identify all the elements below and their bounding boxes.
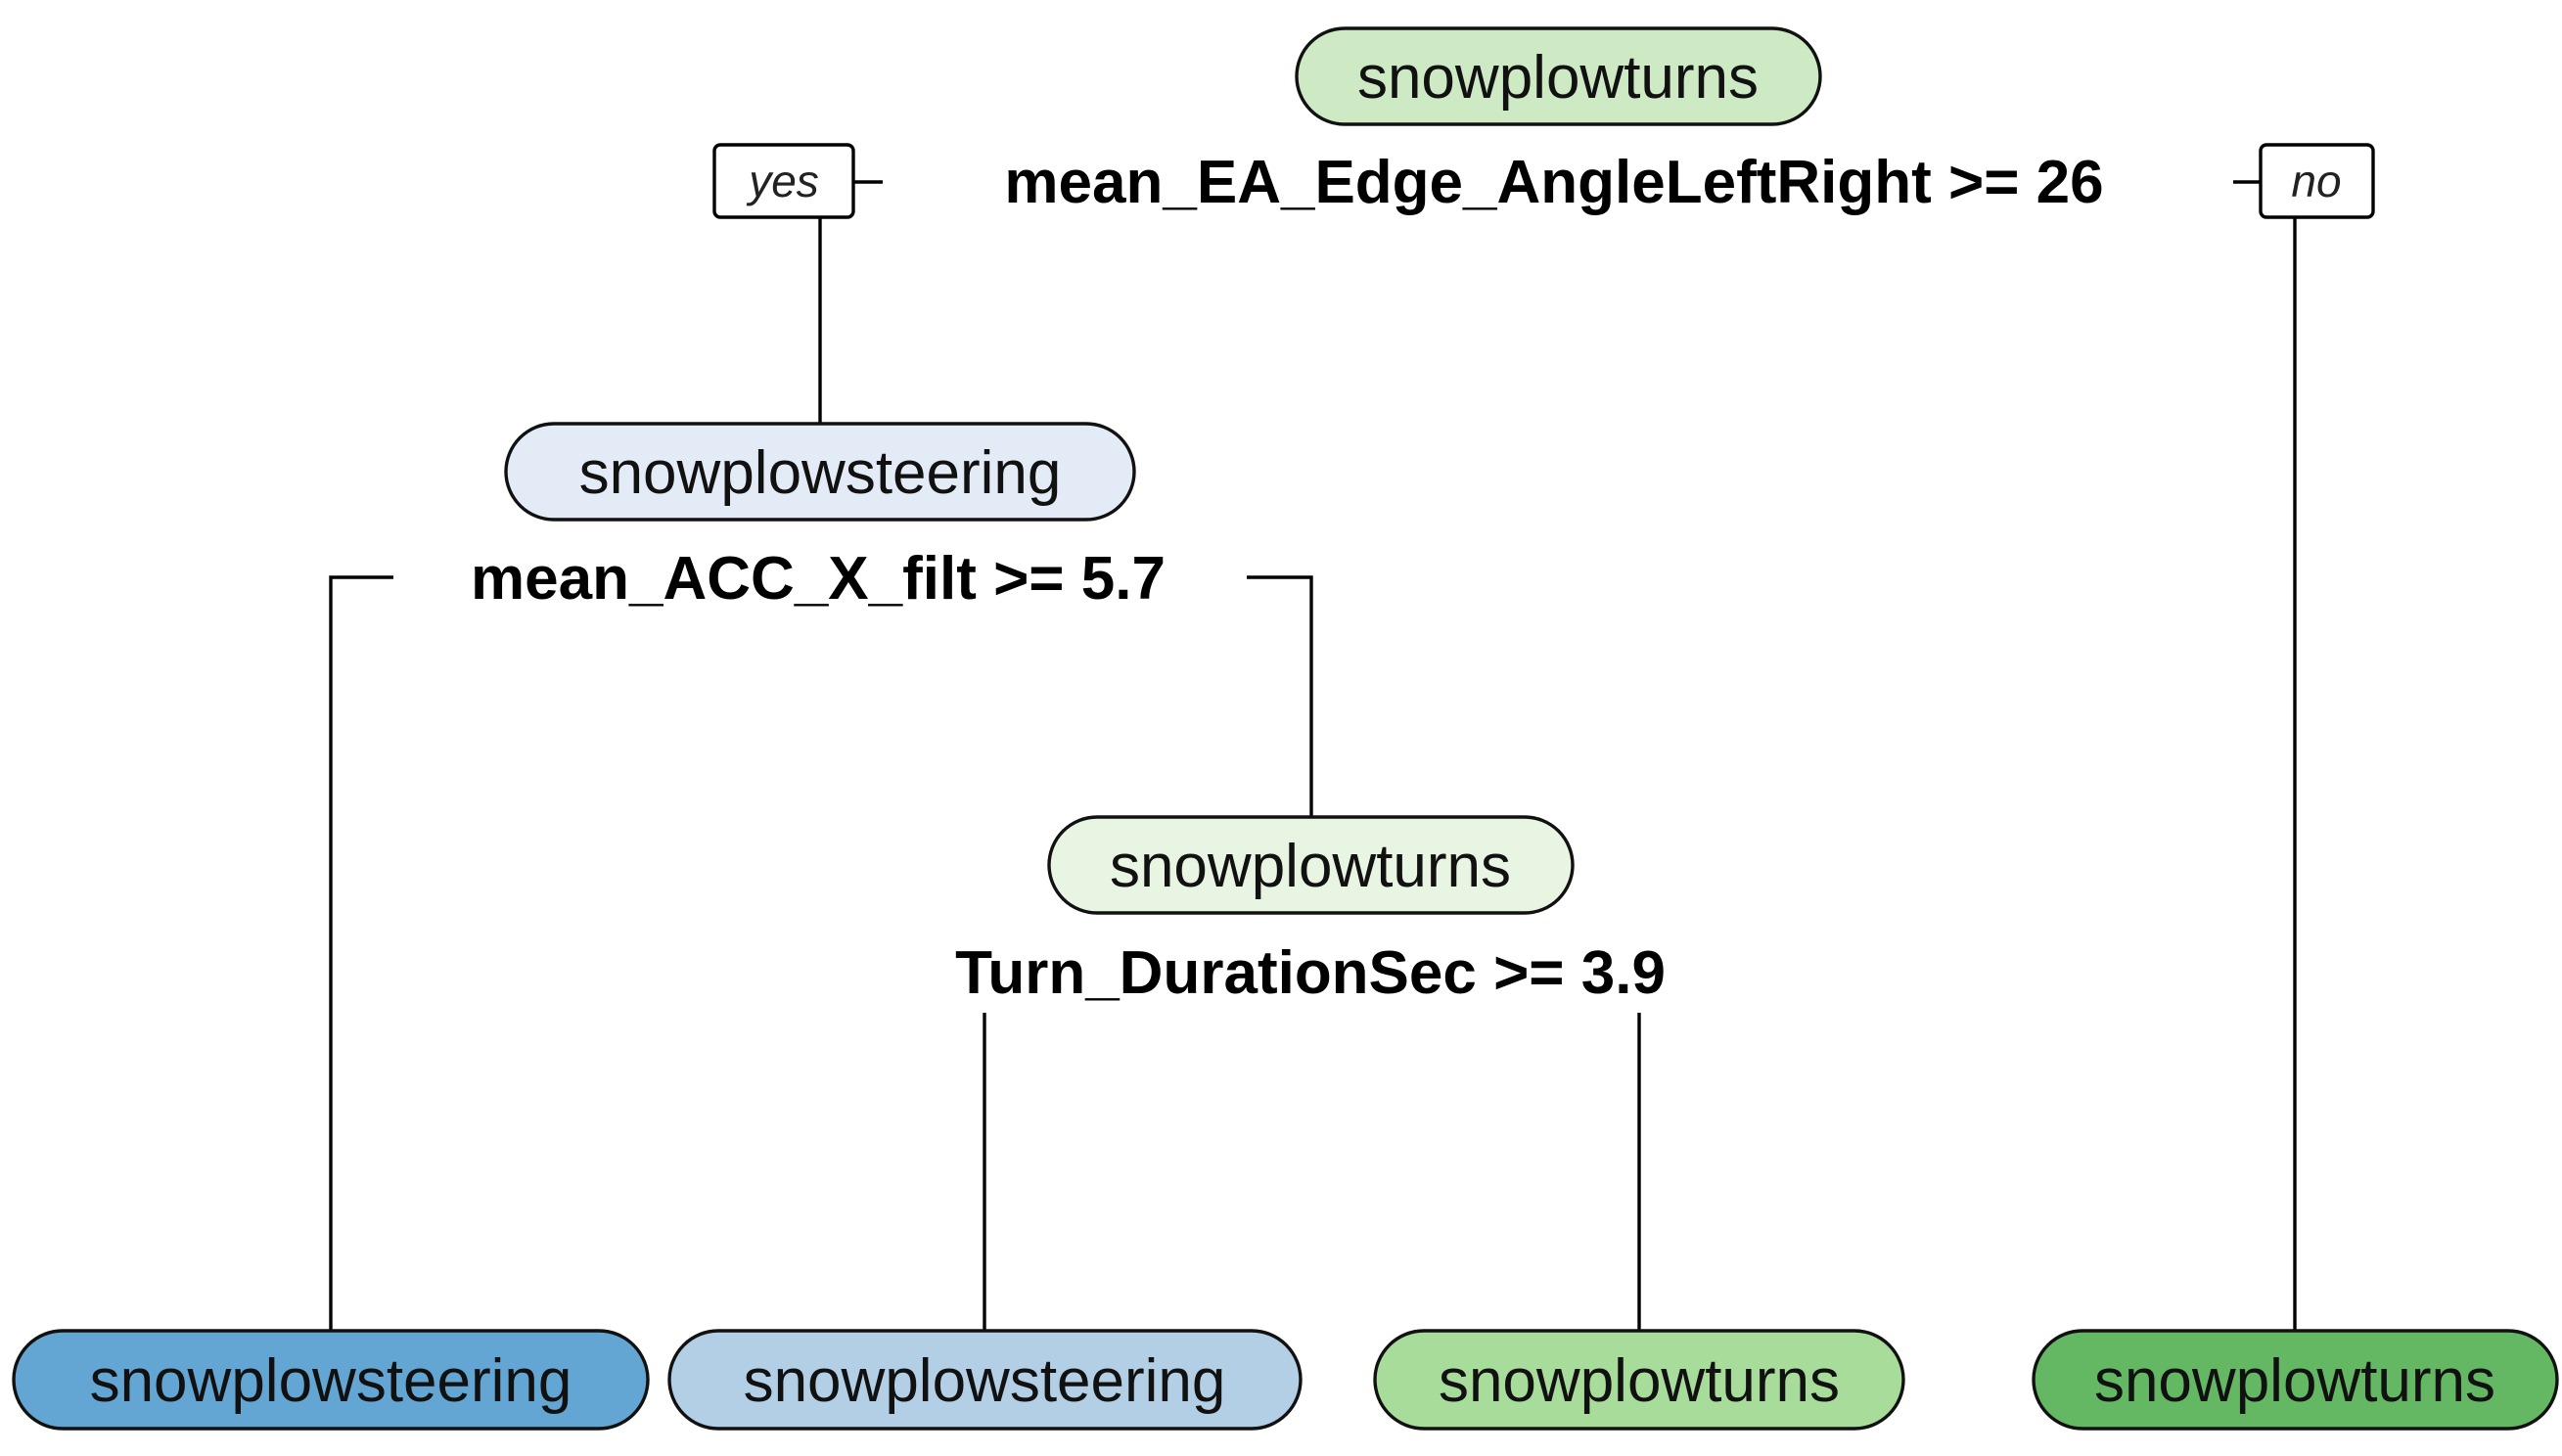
no-label-text: no (2291, 156, 2341, 206)
left-internal-split-condition: mean_ACC_X_filt >= 5.7 (471, 545, 1166, 613)
leaf-2-shape (667, 1329, 1303, 1431)
yes-label-box (712, 143, 855, 219)
leaf-3-class-label: snowplowturns (1439, 1347, 1840, 1415)
right-internal-split-condition: Turn_DurationSec >= 3.9 (955, 939, 1666, 1007)
right-internal-node-shape (1047, 815, 1575, 915)
leaf-node-4: snowplowturns (2032, 1329, 2559, 1431)
no-label-box (2259, 143, 2375, 219)
leaf-2-class-label: snowplowsteering (744, 1347, 1226, 1415)
leaf-1-class-label: snowplowsteering (90, 1347, 572, 1415)
leaf-node-2: snowplowsteering (667, 1329, 1303, 1431)
leaf-node-3: snowplowturns (1373, 1329, 1905, 1431)
yes-branch-label: yes (712, 143, 855, 219)
left-internal-node: snowplowsteering mean_ACC_X_filt >= 5.7 (471, 422, 1166, 613)
root-node-shape (1295, 26, 1822, 126)
right-internal-node: snowplowturns Turn_DurationSec >= 3.9 (955, 815, 1666, 1007)
right-internal-node-class-label: snowplowturns (1110, 833, 1511, 900)
leaf-4-class-label: snowplowturns (2094, 1347, 2495, 1415)
tree-edges (329, 180, 2297, 1331)
yes-label-text: yes (746, 156, 819, 206)
leaf-3-shape (1373, 1329, 1905, 1431)
left-internal-node-shape (504, 422, 1136, 522)
leaf-node-1: snowplowsteering (12, 1329, 650, 1431)
root-split-condition: mean_EA_Edge_AngleLeftRight >= 26 (1004, 149, 2103, 216)
root-node-class-label: snowplowturns (1357, 44, 1759, 112)
edge-left-internal-to-leaf-1 (329, 575, 393, 1331)
left-internal-node-class-label: snowplowsteering (579, 439, 1062, 507)
no-branch-label: no (2259, 143, 2375, 219)
edge-left-internal-to-right-internal (1247, 575, 1313, 817)
leaf-4-shape (2032, 1329, 2559, 1431)
root-node: snowplowturns mean_EA_Edge_AngleLeftRigh… (1004, 26, 2104, 216)
leaf-1-shape (12, 1329, 650, 1431)
